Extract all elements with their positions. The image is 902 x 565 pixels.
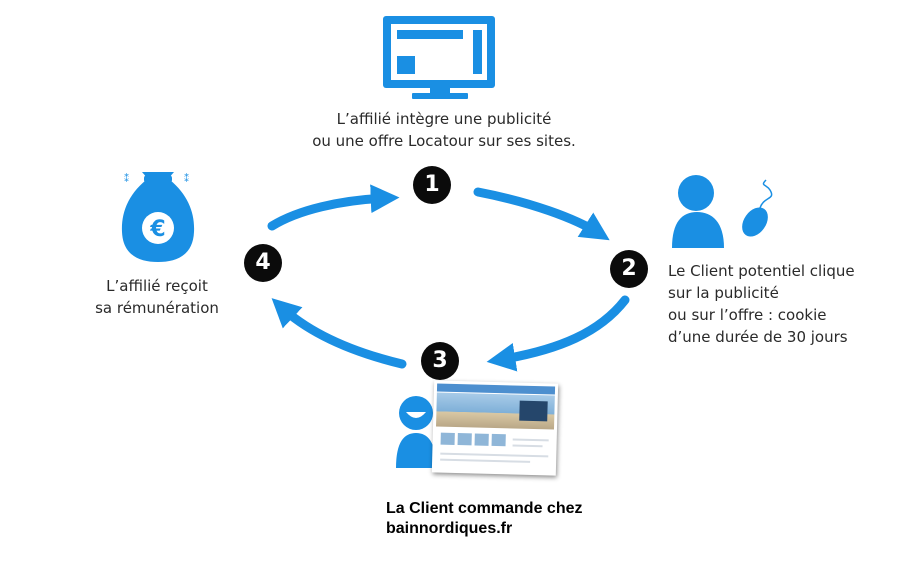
svg-text:⁑: ⁑: [184, 172, 189, 185]
step-3-line-1: La Client commande chez: [386, 500, 583, 517]
step-1-line-2: ou une offre Locatour sur ses sites.: [312, 132, 576, 150]
money-bag-icon: € ⁑ ⁑: [121, 172, 195, 262]
arrow-2-to-3: [486, 295, 630, 372]
step-4-text: L’affilié reçoit sa rémunération: [72, 275, 242, 319]
euro-symbol: €: [149, 217, 165, 242]
step-2-badge: 2: [610, 250, 648, 288]
arrow-3-to-4: [271, 298, 407, 369]
step-3-line-2: bainnordiques.fr: [386, 520, 513, 537]
step-4-badge: 4: [244, 244, 282, 282]
step-2-line-3: ou sur l’offre : cookie: [668, 306, 827, 324]
cycle-arrows: [267, 184, 630, 372]
arrow-1-to-2: [473, 187, 610, 241]
step-3-text: La Client commande chez bainnordiques.fr: [386, 499, 686, 539]
user-clicking-mouse-icon: [672, 175, 773, 248]
step-2-line-1: Le Client potentiel clique: [668, 262, 855, 280]
monitor-icon: [383, 16, 495, 99]
step-3-badge: 3: [421, 342, 459, 380]
step-4-line-2: sa rémunération: [95, 299, 219, 317]
step-4-line-1: L’affilié reçoit: [106, 277, 208, 295]
website-screenshot: [431, 380, 559, 476]
step-1-line-1: L’affilié intègre une publicité: [336, 110, 552, 128]
step-2-line-4: d’une durée de 30 jours: [668, 328, 848, 346]
step-1-text: L’affilié intègre une publicité ou une o…: [294, 108, 594, 152]
step-2-text: Le Client potentiel clique sur la public…: [668, 260, 898, 348]
arrow-4-to-1: [267, 184, 400, 231]
svg-text:⁑: ⁑: [124, 172, 129, 185]
step-1-badge: 1: [413, 166, 451, 204]
smiling-user-icon: [396, 396, 436, 468]
step-2-line-2: sur la publicité: [668, 284, 779, 302]
